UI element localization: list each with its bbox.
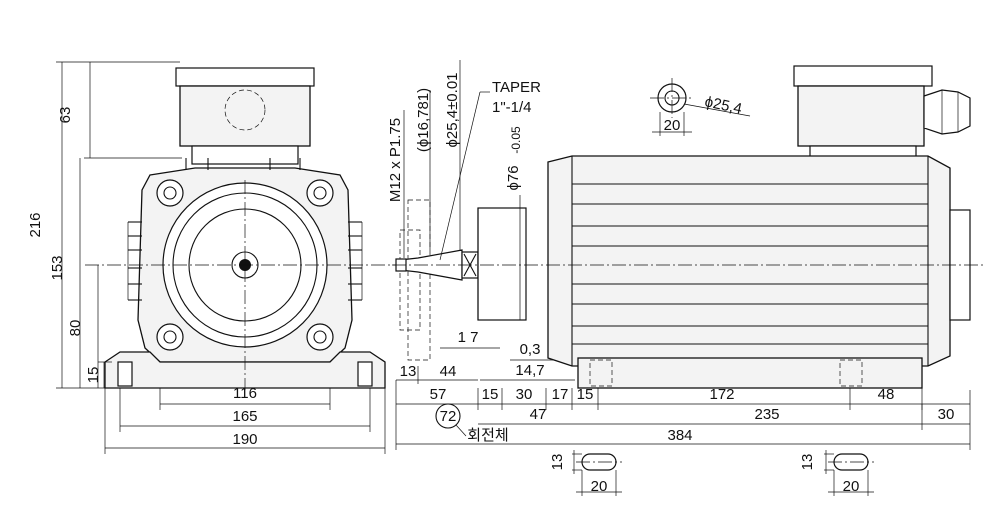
dim-14-7: 14,7 bbox=[515, 362, 544, 379]
side-view bbox=[392, 65, 985, 389]
dim-76-tol: -0.05 bbox=[509, 126, 523, 154]
dim-15-side: 15 bbox=[577, 386, 594, 403]
rotor-note: 72 회전체 bbox=[435, 403, 509, 444]
slot-b-height: 13 bbox=[799, 454, 816, 471]
dim-165: 165 bbox=[232, 408, 257, 425]
note-circle bbox=[435, 403, 461, 429]
terminal-box bbox=[179, 85, 311, 147]
hole-dia: ϕ25,4 bbox=[703, 93, 743, 117]
dim-172: 172 bbox=[709, 386, 734, 403]
dim-30-side: 30 bbox=[938, 406, 955, 423]
note-label: 회전체 bbox=[467, 427, 508, 444]
bolt-holes bbox=[156, 179, 334, 351]
dim-235: 235 bbox=[754, 406, 779, 423]
dim-153: 153 bbox=[49, 255, 66, 280]
dim-47: 47 bbox=[530, 406, 547, 423]
dim-16781: (ϕ16,781) bbox=[415, 88, 432, 152]
dim-44: 44 bbox=[440, 363, 457, 380]
dim-48: 48 bbox=[878, 386, 895, 403]
dim-216: 216 bbox=[27, 212, 44, 237]
dim-15-left: 15 bbox=[85, 367, 102, 384]
front-view bbox=[85, 67, 400, 390]
side-dimensions: 15 172 48 235 30 384 bbox=[395, 380, 971, 450]
top-fins bbox=[185, 158, 301, 170]
cooling-fins-left bbox=[127, 221, 142, 301]
dim-80: 80 bbox=[67, 320, 84, 337]
slot-detail-a: 13 20 bbox=[549, 450, 622, 496]
dim-190: 190 bbox=[232, 431, 257, 448]
slot-a-width: 20 bbox=[591, 478, 608, 495]
hole-detail: ϕ25,4 20 bbox=[650, 78, 751, 136]
taper-title: TAPER bbox=[492, 79, 541, 96]
dim-0-3: 0,3 bbox=[520, 341, 541, 358]
dim-15-shaft: 15 bbox=[482, 386, 499, 403]
dim-254-tol: ϕ25,4±0.01 bbox=[444, 72, 461, 147]
dim-116: 116 bbox=[233, 385, 257, 402]
side-terminal-box bbox=[797, 85, 925, 147]
dim-57: 57 bbox=[430, 386, 447, 403]
note-circle-value: 72 bbox=[440, 408, 457, 425]
cooling-fins-right bbox=[348, 221, 363, 301]
slot-b-width: 20 bbox=[843, 478, 860, 495]
dim-384: 384 bbox=[667, 427, 692, 444]
dim-17: 17 bbox=[552, 386, 569, 403]
slot-detail-b: 13 20 bbox=[799, 450, 874, 496]
cable-entry-hidden bbox=[224, 89, 266, 131]
side-foot bbox=[577, 357, 923, 389]
shaft-detail: TAPER 1"-1/4 M12 x P1.75 (ϕ16,781) ϕ25,4… bbox=[387, 60, 970, 425]
dim-1-7: 1 7 bbox=[458, 329, 479, 346]
dim-63: 63 bbox=[57, 107, 74, 124]
dim-76: ϕ76 bbox=[505, 165, 522, 190]
terminal-box-lid bbox=[175, 67, 315, 87]
thread-spec: M12 x P1.75 bbox=[387, 118, 404, 202]
taper-value: 1"-1/4 bbox=[492, 99, 532, 116]
side-motor-body bbox=[547, 155, 951, 367]
spigot-side bbox=[477, 207, 527, 321]
cable-gland bbox=[923, 89, 971, 135]
side-terminal-lid bbox=[793, 65, 933, 87]
dim-13: 13 bbox=[400, 363, 417, 380]
front-dimensions: 63 216 153 80 15 116 165 190 bbox=[27, 61, 386, 454]
side-fins bbox=[571, 156, 929, 366]
slot-a-height: 13 bbox=[549, 454, 566, 471]
dim-30-shaft: 30 bbox=[516, 386, 533, 403]
hole-width: 20 bbox=[664, 117, 681, 134]
